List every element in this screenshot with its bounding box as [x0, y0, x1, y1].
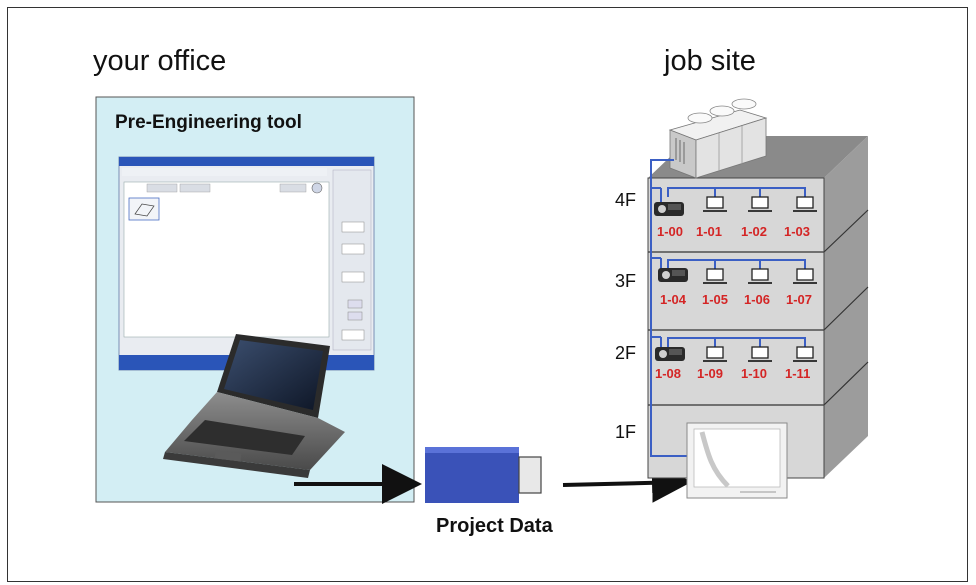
floor-4f-units	[654, 196, 817, 216]
indoor-unit-icon	[703, 196, 727, 212]
app-window-screenshot	[118, 156, 375, 371]
indoor-unit-icon	[793, 268, 817, 284]
indoor-unit-icon	[793, 196, 817, 212]
indoor-unit-icon	[793, 346, 817, 362]
projector-unit-icon	[655, 347, 685, 361]
floor-label-4f: 4F	[615, 190, 637, 210]
indoor-unit-icon	[748, 268, 772, 284]
diagram-frame	[7, 7, 968, 582]
unit-label: 1-03	[784, 224, 811, 239]
outdoor-unit-icon	[668, 98, 768, 179]
floor-label-1f: 1F	[615, 422, 637, 442]
unit-label: 1-01	[696, 224, 723, 239]
indoor-unit-icon	[703, 268, 727, 284]
tool-title: Pre-Engineering tool	[115, 112, 302, 133]
floor-3f-units	[658, 268, 817, 284]
floor-2f-units	[655, 346, 817, 362]
office-heading: your office	[93, 45, 227, 77]
unit-label: 1-08	[655, 366, 682, 381]
unit-label: 1-11	[785, 366, 811, 381]
unit-label: 1-10	[741, 366, 768, 381]
site-heading: job site	[664, 45, 756, 77]
transfer-path	[294, 462, 692, 504]
wiring	[650, 159, 806, 457]
unit-label: 1-00	[657, 224, 684, 239]
indoor-unit-icon	[748, 346, 772, 362]
laptop-icon	[163, 334, 345, 478]
projector-unit-icon	[654, 202, 684, 216]
usb-drive-icon	[425, 447, 542, 503]
floor-label-2f: 2F	[615, 343, 637, 363]
central-controller-icon	[686, 422, 788, 499]
pre-engineering-panel	[95, 96, 415, 503]
unit-label: 1-06	[744, 292, 771, 307]
indoor-unit-icon	[703, 346, 727, 362]
unit-label: 1-05	[702, 292, 729, 307]
indoor-unit-icon	[748, 196, 772, 212]
unit-label: 1-02	[741, 224, 768, 239]
unit-label: 1-07	[786, 292, 813, 307]
unit-label: 1-09	[697, 366, 724, 381]
unit-label: 1-04	[660, 292, 687, 307]
project-data-caption: Project Data	[436, 515, 553, 537]
projector-unit-icon	[658, 268, 688, 282]
floor-label-3f: 3F	[615, 271, 637, 291]
